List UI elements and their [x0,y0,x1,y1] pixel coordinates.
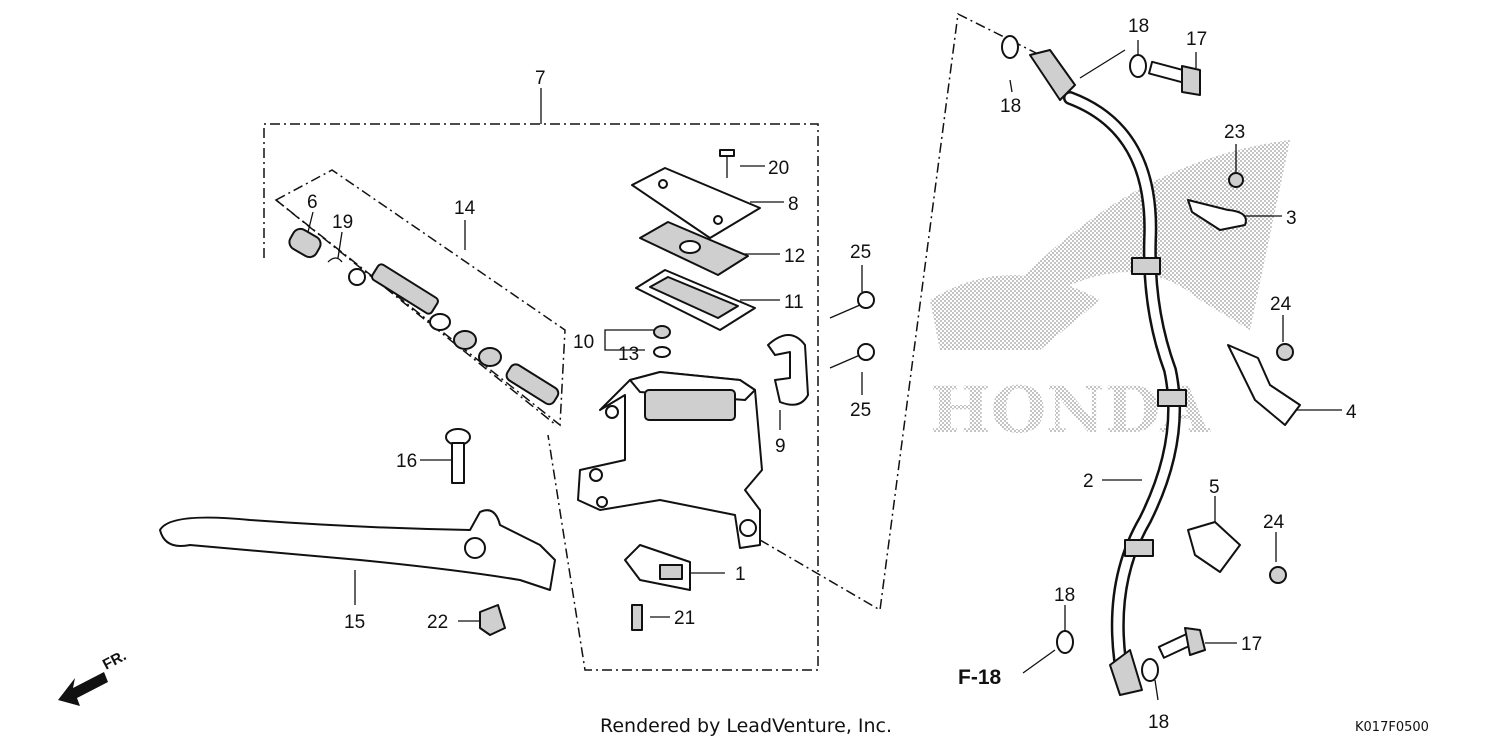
callout-12: 12 [784,246,805,267]
o-ring [653,346,671,358]
callout-18-lower-left: 18 [1054,585,1075,606]
callout-10: 10 [573,332,594,353]
reference-label: F-18 [958,666,1002,689]
callout-labels: 1 2 3 4 5 6 7 8 9 10 11 12 13 14 15 16 1… [307,16,1357,733]
callout-14: 14 [454,198,476,219]
hose-upper-fitting [1029,49,1076,101]
piston-kit [288,227,560,406]
clamp-bolt-24-lower [1269,566,1287,584]
hose-grommet-lower [1124,539,1154,557]
callout-24-lower: 24 [1263,512,1285,533]
callout-8: 8 [788,194,799,215]
callout-24-upper: 24 [1270,294,1292,315]
callout-16: 16 [396,451,417,472]
oil-bolt-upper [1148,60,1201,96]
float-part [653,325,671,339]
callout-17-lower: 17 [1241,634,1262,655]
master-cylinder-holder [767,334,809,406]
brake-lever [159,509,556,591]
callout-2: 2 [1083,471,1094,492]
assembly-7-outline [263,123,819,671]
callout-7: 7 [535,68,546,89]
callout-25-lower: 25 [850,400,871,421]
hose-grommet-middle [1157,389,1187,407]
callout-25-upper: 25 [850,242,871,263]
switch-screw [631,604,643,631]
hose-to-caliper-outline [759,12,1051,612]
clamp-bolt-24-upper [1276,343,1294,361]
callout-4: 4 [1346,402,1357,423]
callout-3: 3 [1286,208,1297,229]
sealing-washer-2 [1129,54,1147,78]
callout-18-top: 18 [1128,16,1149,37]
hose-lower-fitting [1109,649,1143,696]
hose-clamp-middle [1227,344,1301,426]
watermark-text: HONDA [930,373,1211,448]
lever-pivot-bolt [445,428,471,484]
callout-1: 1 [735,564,746,585]
holder-bolts [829,291,875,369]
callout-6: 6 [307,192,318,213]
callout-20: 20 [768,158,789,179]
callout-15: 15 [344,612,365,633]
callout-22: 22 [427,612,448,633]
front-label: FR. [100,647,129,673]
callout-18-bottom: 18 [1148,712,1169,733]
pivot-nut [479,604,506,636]
callout-18-left: 18 [1000,96,1021,117]
leader-lines [307,40,1342,701]
master-cylinder-body [577,371,763,549]
cap-screw [719,149,735,157]
reservoir-cap [631,167,761,239]
clamp-bolt-23 [1228,172,1244,188]
credit-text: Rendered by LeadVenture, Inc. [600,715,892,737]
diagram-code: K017F0500 [1355,720,1429,735]
sealing-washer-1 [1001,35,1019,59]
callout-19: 19 [332,212,353,233]
hose-clamp-upper [1187,199,1247,231]
callout-23: 23 [1224,122,1245,143]
callout-5: 5 [1209,477,1220,498]
hose-grommet-upper [1131,257,1161,275]
callout-13: 13 [618,344,639,365]
callout-9: 9 [775,436,786,457]
sealing-washer-4 [1141,658,1159,682]
hose-clamp-lower [1187,521,1241,573]
callout-17-upper: 17 [1186,29,1207,50]
callout-11: 11 [784,292,804,313]
front-direction-arrow: FR. [58,647,129,706]
callout-21: 21 [674,608,695,629]
sealing-washer-3 [1056,630,1074,654]
assembly-14-outline [274,169,566,427]
oil-bolt-lower [1157,627,1206,659]
